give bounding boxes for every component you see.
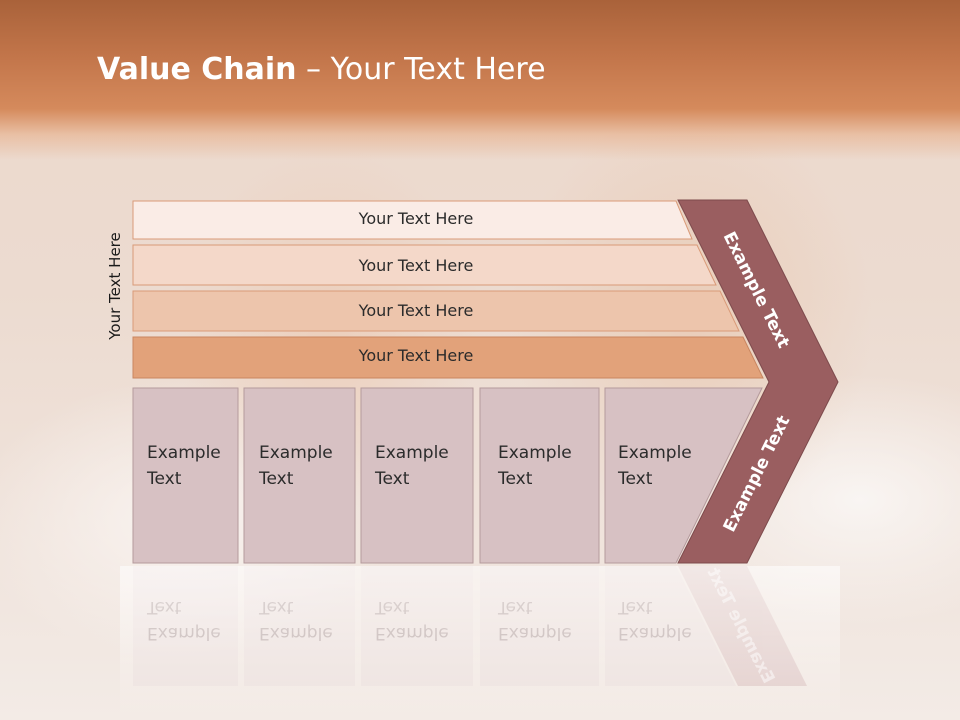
bar-1 [132,200,693,240]
chevron-arrow [677,199,839,564]
chevron-top-label: Example Text [719,229,794,352]
bar-label-2: Your Text Here [358,256,474,275]
bar-label-3: Your Text Here [358,301,474,320]
bar-label-4: Your Text Here [358,346,474,365]
box-label-1: Example Text [147,440,221,492]
box-label-3-line1: Example [375,443,449,463]
box-label-1-line2: Text [147,469,182,489]
title-banner [0,0,960,160]
box-label-2-line2: Text [259,469,294,489]
box-label-3-line2: Text [375,469,410,489]
box-label-5-line2: Text [618,469,653,489]
slide-title: Value Chain – Your Text Here [97,52,546,87]
chevron-bottom-label: Example Text [720,413,795,536]
box-label-5: Example Text [618,440,692,492]
box-3 [360,387,474,564]
box-label-4-line2: Text [498,469,533,489]
box-label-2-line1: Example [259,443,333,463]
box-4 [479,387,600,564]
bar-3 [132,290,740,332]
box-label-5-line1: Example [618,443,692,463]
box-1 [132,387,239,564]
box-label-2: Example Text [259,440,333,492]
box-label-4-line1: Example [498,443,572,463]
title-rest: – Your Text Here [296,52,546,87]
box-2 [243,387,356,564]
bar-label-1: Your Text Here [358,209,474,228]
bar-2 [132,244,717,286]
box-label-3: Example Text [375,440,449,492]
title-bold: Value Chain [97,52,297,87]
box-5 [604,387,763,564]
box-label-1-line1: Example [147,443,221,463]
box-label-4: Example Text [498,440,572,492]
bar-4 [132,336,764,379]
